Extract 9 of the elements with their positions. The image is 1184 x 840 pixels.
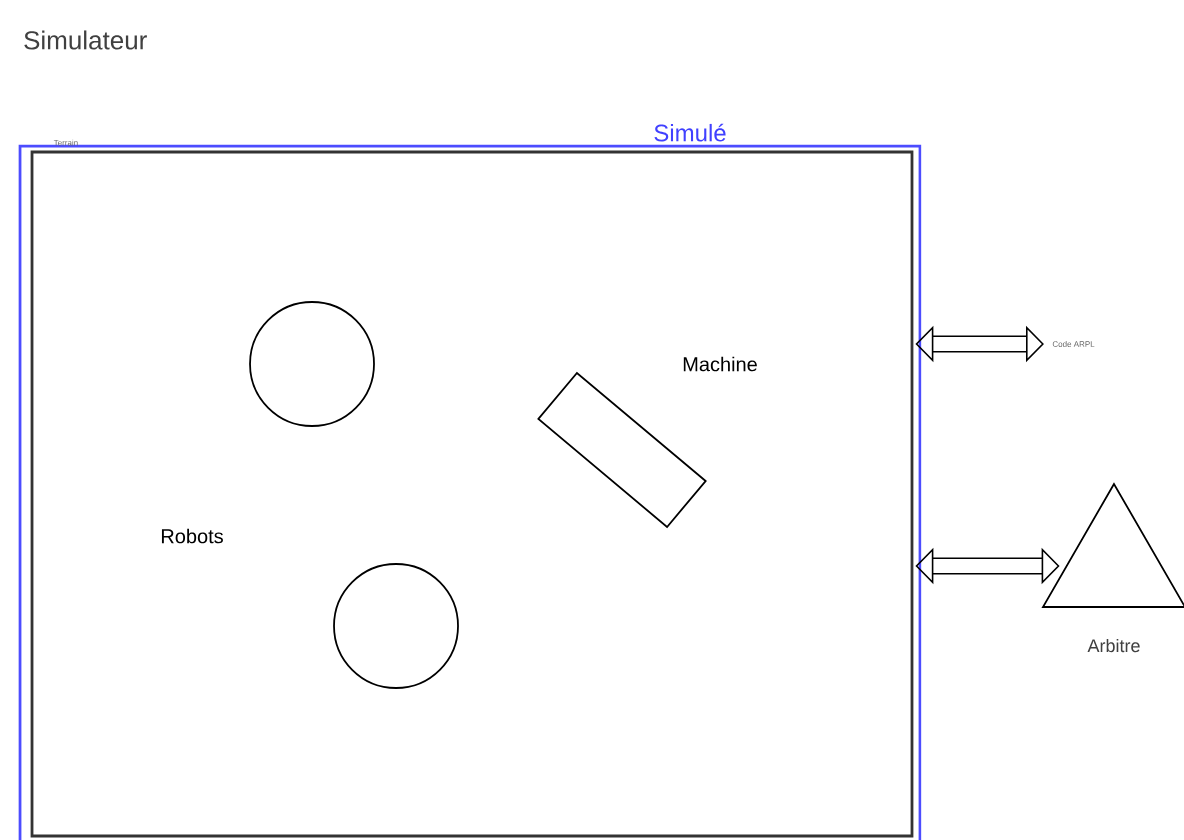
title: Simulateur <box>24 30 147 50</box>
double-arrow <box>915 547 1060 585</box>
robot-circle <box>333 563 459 689</box>
double-arrow <box>915 325 1044 363</box>
group-label: Robots <box>161 528 223 544</box>
node-label: Simulé <box>654 123 726 142</box>
robot-circle <box>249 301 375 427</box>
node-label: Arbitre <box>1087 638 1140 653</box>
node-label: Machine <box>683 356 757 372</box>
